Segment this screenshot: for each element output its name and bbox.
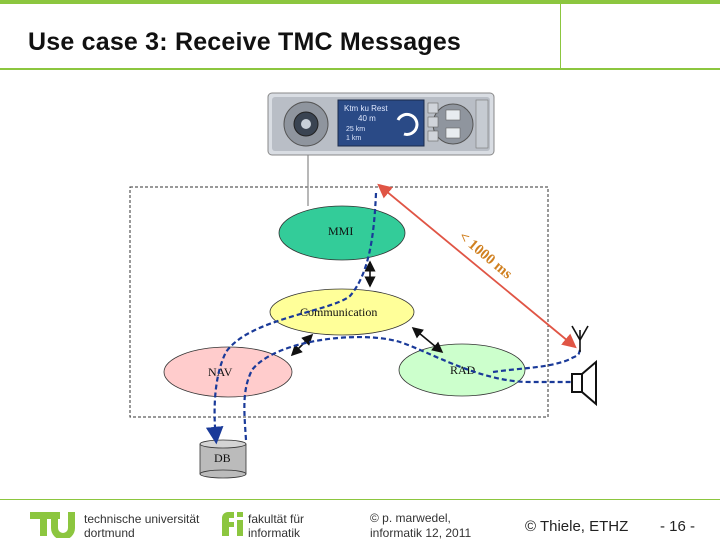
label-db: DB <box>214 451 231 465</box>
car-radio-image: Ktm ku Rest 40 m 25 km 1 km <box>267 92 495 156</box>
header-divider <box>560 0 561 68</box>
timing-arrow <box>377 183 577 349</box>
fi-name-line1: fakultät für <box>248 512 305 526</box>
fakultaet-logo <box>218 510 250 543</box>
turn-arrow-icon <box>396 112 419 136</box>
radio-screen-line3: 25 km <box>346 126 365 133</box>
copyright-marwedel-line2: informatik 12, 2011 <box>370 526 472 540</box>
tu-name-line2: dortmund <box>84 526 135 540</box>
node-nav <box>163 346 293 398</box>
copyright-thiele: © Thiele, ETHZ <box>525 518 629 535</box>
title-underline <box>0 68 720 70</box>
footer-divider <box>0 499 720 500</box>
radio-screen-line1: Ktm ku Rest <box>344 104 388 113</box>
radio-screen-line4: 1 km <box>346 135 361 142</box>
tu-dortmund-logo <box>30 510 210 543</box>
antenna-icon <box>571 325 589 352</box>
label-communication: Communication <box>300 305 377 319</box>
speaker-icon <box>571 359 597 407</box>
fi-name-line2: informatik <box>248 526 301 540</box>
node-db <box>199 439 247 479</box>
page-number: - 16 - <box>660 518 696 535</box>
label-nav: NAV <box>208 365 233 379</box>
label-mmi: MMI <box>328 224 353 238</box>
arrow-communication-nav <box>290 333 314 357</box>
data-path-rad-to-antenna <box>492 349 582 374</box>
radio-screen-line2: 40 m <box>358 114 376 123</box>
slide-title: Use case 3: Receive TMC Messages <box>28 28 462 56</box>
copyright-marwedel-line1: © p. marwedel, <box>370 511 451 525</box>
top-accent-bar <box>0 0 720 4</box>
tu-name-line1: technische universität <box>84 512 200 526</box>
